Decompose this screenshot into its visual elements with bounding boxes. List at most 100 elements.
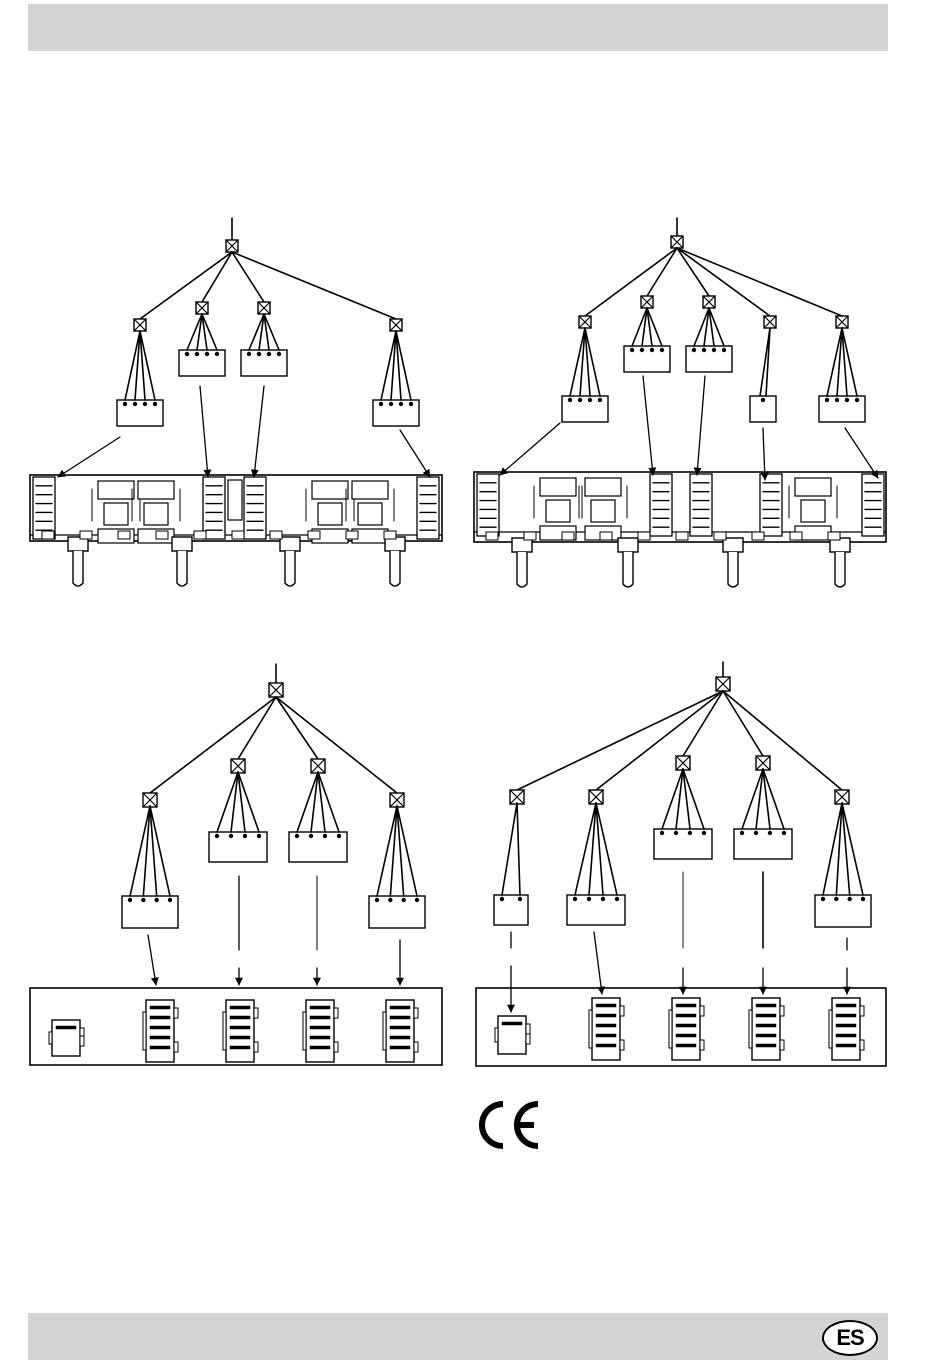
socket-slot: [836, 1014, 856, 1017]
socket-tab: [174, 1042, 178, 1052]
socket-body: [226, 1000, 254, 1062]
pcb-component: [352, 481, 388, 499]
board-clip: [714, 532, 726, 540]
socket-tab: [254, 1042, 258, 1052]
pcb-component: [795, 478, 831, 496]
socket-tab: [223, 1012, 226, 1050]
plug-pin: [848, 898, 851, 901]
plug-pin: [835, 898, 838, 901]
socket-tab: [414, 1008, 418, 1018]
knob-shaft: [835, 552, 845, 587]
pcb-component: [228, 480, 242, 520]
plug-pin: [703, 349, 706, 352]
wiring-diagram-top-right: [474, 218, 886, 587]
leader-line: [254, 386, 264, 477]
socket-body: [672, 998, 700, 1060]
socket-slot: [310, 1006, 330, 1009]
cable-wire: [502, 803, 517, 895]
socket-slot: [310, 1046, 330, 1049]
socket-tab: [860, 1040, 864, 1050]
socket-slot: [756, 1014, 776, 1017]
socket-slot: [56, 1026, 76, 1029]
plug-pin: [862, 898, 865, 901]
board-clip: [828, 532, 840, 540]
socket-slot: [310, 1026, 330, 1029]
plug-pin: [296, 835, 299, 838]
wiring-diagram-bottom-right: [476, 662, 886, 1066]
socket-slot: [390, 1046, 410, 1049]
plug-pin: [154, 403, 157, 406]
board-clip: [600, 532, 612, 540]
plug-pin: [230, 835, 233, 838]
knob-collar: [280, 537, 300, 551]
socket-tab: [620, 1006, 624, 1016]
socket-slot: [676, 1024, 696, 1027]
leader-line: [697, 376, 705, 475]
socket-tab: [526, 1024, 530, 1034]
plug-pin: [216, 353, 219, 356]
socket-slot: [756, 1034, 776, 1037]
wire-line: [232, 252, 396, 319]
plug-pin: [599, 399, 602, 402]
plug-pin: [134, 403, 137, 406]
plug-pin: [651, 349, 654, 352]
plug-pin: [588, 898, 591, 901]
plug-pin: [631, 349, 634, 352]
socket-tab: [383, 1012, 386, 1050]
plug-pin: [689, 832, 692, 835]
socket-tab: [780, 1040, 784, 1050]
leader-line: [594, 932, 602, 994]
leader-line: [500, 423, 560, 475]
socket-slot: [390, 1036, 410, 1039]
pcb-component: [318, 503, 342, 525]
plug-pin: [616, 898, 619, 901]
socket-tab: [860, 1006, 864, 1016]
plug-pin: [501, 898, 504, 901]
plug-pin: [574, 898, 577, 901]
pcb-component: [104, 503, 128, 525]
leader-line: [200, 386, 208, 477]
plug-pin: [836, 399, 839, 402]
socket-slot: [836, 1004, 856, 1007]
wire-line: [232, 252, 264, 302]
wire-line: [276, 697, 397, 793]
socket-slot: [390, 1026, 410, 1029]
socket-slot: [676, 1004, 696, 1007]
plug-pin: [402, 899, 405, 902]
socket-slot: [676, 1034, 696, 1037]
leader-line: [845, 428, 878, 478]
board-clip: [80, 531, 92, 539]
wire-line: [723, 691, 763, 756]
socket-slot: [230, 1036, 250, 1039]
plug-pin: [569, 399, 572, 402]
arrow-head: [314, 978, 321, 985]
socket-slot: [596, 1034, 616, 1037]
plug-pin: [661, 832, 664, 835]
socket-tab: [414, 1042, 418, 1052]
knob-shaft: [623, 552, 633, 587]
board-clip: [118, 531, 130, 539]
plug-pin: [400, 403, 403, 406]
wire-line: [585, 248, 677, 316]
socket-slot: [756, 1004, 776, 1007]
socket-slot: [150, 1006, 170, 1009]
ce-marking-icon: [472, 1100, 544, 1150]
socket-tab: [669, 1010, 672, 1048]
plug-pin: [169, 899, 172, 902]
plug-pin: [641, 349, 644, 352]
leader-line: [58, 437, 120, 477]
socket-body: [52, 1020, 80, 1056]
board-clip: [384, 531, 396, 539]
socket-tab: [620, 1040, 624, 1050]
pcb-component: [138, 481, 174, 499]
socket-slot: [836, 1044, 856, 1047]
socket-tab: [495, 1028, 498, 1042]
plug-pin: [723, 349, 726, 352]
pcb-component: [546, 500, 570, 522]
plug-pin: [822, 898, 825, 901]
socket-slot: [230, 1016, 250, 1019]
socket-slot: [676, 1044, 696, 1047]
arrow-head: [236, 978, 243, 985]
plug-pin: [196, 353, 199, 356]
socket-body: [592, 998, 620, 1060]
